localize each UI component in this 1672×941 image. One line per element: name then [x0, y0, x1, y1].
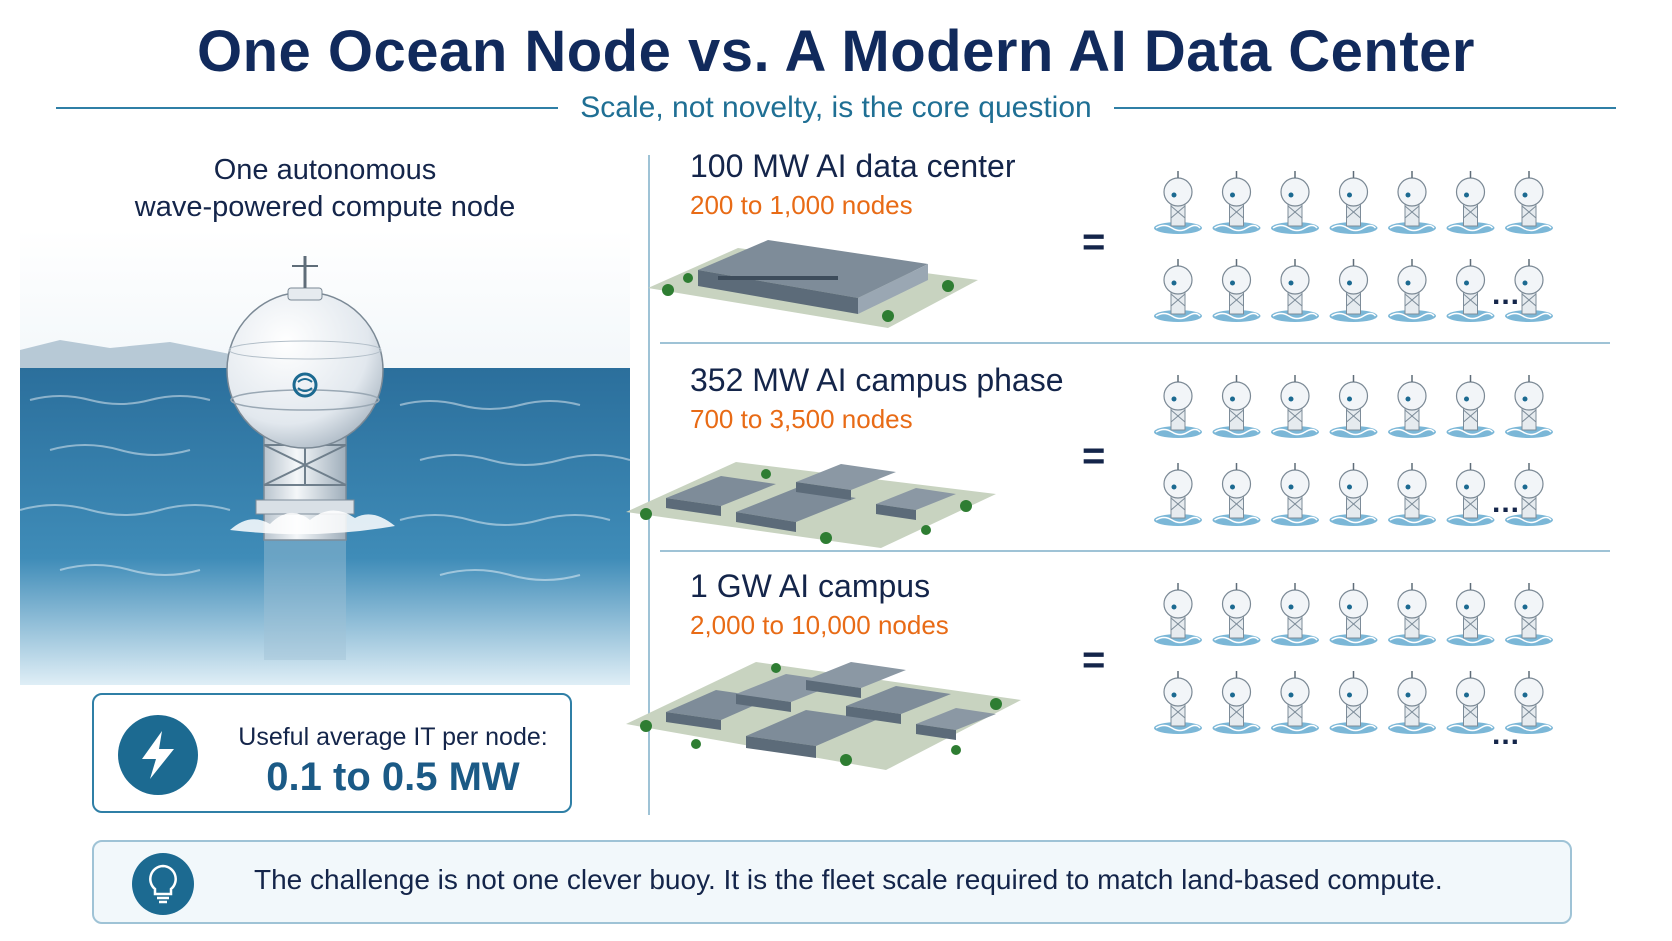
gigawatt-campus-illustration	[626, 662, 1021, 770]
node-heading-line2: wave-powered compute node	[134, 191, 516, 223]
mini-node-icon	[1505, 463, 1553, 526]
node-heading-line1: One autonomous	[213, 154, 437, 186]
mini-node-icon	[1505, 375, 1553, 438]
mini-node-icon	[1212, 375, 1261, 438]
mini-node-icon	[1271, 583, 1319, 646]
lightning-bolt-icon	[118, 715, 198, 795]
footer-text: The challenge is not one clever buoy. It…	[254, 864, 1443, 895]
subtitle-rule-left	[56, 107, 559, 109]
mini-node-icon	[1212, 259, 1261, 322]
mini-node-icon	[1329, 171, 1378, 234]
row-title: 1 GW AI campus	[690, 568, 931, 604]
mini-node-icon	[1154, 375, 1202, 438]
mini-node-icon	[1388, 259, 1436, 322]
scale-row-100mw: 100 MW AI data center 200 to 1,000 nodes…	[648, 148, 1660, 343]
campus-phase-illustration	[626, 462, 996, 548]
mini-node-icon	[1271, 463, 1319, 526]
mini-node-icon	[1212, 583, 1261, 646]
mini-node-icon	[1388, 375, 1436, 438]
node-panel: One autonomous wave-powered compute node	[20, 150, 630, 685]
node-fleet-grid	[1154, 583, 1553, 734]
mini-node-icon	[1388, 583, 1436, 646]
row-node-range: 200 to 1,000 nodes	[690, 190, 913, 220]
more-nodes-ellipsis: ...	[1492, 486, 1521, 519]
more-nodes-ellipsis: ...	[1492, 278, 1521, 311]
it-per-node-label: Useful average IT per node:	[238, 723, 548, 751]
vertical-divider	[648, 155, 650, 815]
mini-node-icon	[1329, 671, 1378, 734]
mini-node-icon	[1505, 259, 1553, 322]
page-title: One Ocean Node vs. A Modern AI Data Cent…	[197, 19, 1475, 84]
mini-node-icon	[1446, 171, 1495, 234]
equals-sign: =	[1082, 220, 1106, 264]
lightbulb-icon	[132, 853, 194, 915]
mini-node-icon	[1154, 671, 1202, 734]
mini-node-icon	[1446, 375, 1495, 438]
footer-callout: The challenge is not one clever buoy. It…	[92, 840, 1572, 924]
ocean-node-illustration	[20, 230, 630, 685]
more-nodes-ellipsis: ...	[1492, 718, 1521, 751]
row-divider	[660, 550, 1610, 552]
mini-node-icon	[1329, 259, 1378, 322]
node-heading: One autonomous wave-powered compute node	[20, 152, 630, 226]
row-title: 100 MW AI data center	[690, 148, 1016, 184]
mini-node-icon	[1446, 671, 1495, 734]
mini-node-icon	[1329, 463, 1378, 526]
mini-node-icon	[1505, 583, 1553, 646]
row-node-range: 2,000 to 10,000 nodes	[690, 610, 949, 640]
node-fleet-grid	[1154, 171, 1553, 322]
mini-node-icon	[1271, 259, 1319, 322]
mini-node-icon	[1446, 259, 1495, 322]
mini-node-icon	[1154, 463, 1202, 526]
mini-node-icon	[1446, 583, 1495, 646]
mini-node-icon	[1154, 259, 1202, 322]
equals-sign: =	[1082, 638, 1106, 682]
mini-node-icon	[1212, 171, 1261, 234]
mini-node-icon	[1446, 463, 1495, 526]
row-node-range: 700 to 3,500 nodes	[690, 404, 913, 434]
subtitle-rule-right	[1113, 107, 1616, 109]
page-subtitle: Scale, not novelty, is the core question	[580, 91, 1092, 124]
mini-node-icon	[1505, 671, 1553, 734]
mini-node-icon	[1388, 171, 1436, 234]
mini-node-icon	[1388, 463, 1436, 526]
subtitle-row: Scale, not novelty, is the core question	[56, 88, 1616, 128]
mini-node-icon	[1212, 463, 1261, 526]
mini-node-icon	[1154, 171, 1202, 234]
mini-node-icon	[1271, 171, 1319, 234]
it-per-node-value: 0.1 to 0.5 MW	[266, 755, 520, 799]
it-per-node-box: Useful average IT per node: 0.1 to 0.5 M…	[92, 693, 572, 813]
node-fleet-grid	[1154, 375, 1553, 526]
mini-node-icon	[1329, 375, 1378, 438]
mini-node-icon	[1388, 671, 1436, 734]
scale-row-1gw: 1 GW AI campus 2,000 to 10,000 nodes = .…	[626, 568, 1660, 788]
mini-node-icon	[1271, 375, 1319, 438]
mini-node-icon	[1212, 671, 1261, 734]
scale-row-352mw: 352 MW AI campus phase 700 to 3,500 node…	[626, 362, 1660, 557]
row-title: 352 MW AI campus phase	[690, 362, 1064, 398]
mini-node-icon	[1271, 671, 1319, 734]
data-center-building-illustration	[648, 240, 978, 328]
mini-node-icon	[1329, 583, 1378, 646]
equals-sign: =	[1082, 434, 1106, 478]
mini-node-icon	[1154, 583, 1202, 646]
mini-node-icon	[1505, 171, 1553, 234]
row-divider	[660, 342, 1610, 344]
